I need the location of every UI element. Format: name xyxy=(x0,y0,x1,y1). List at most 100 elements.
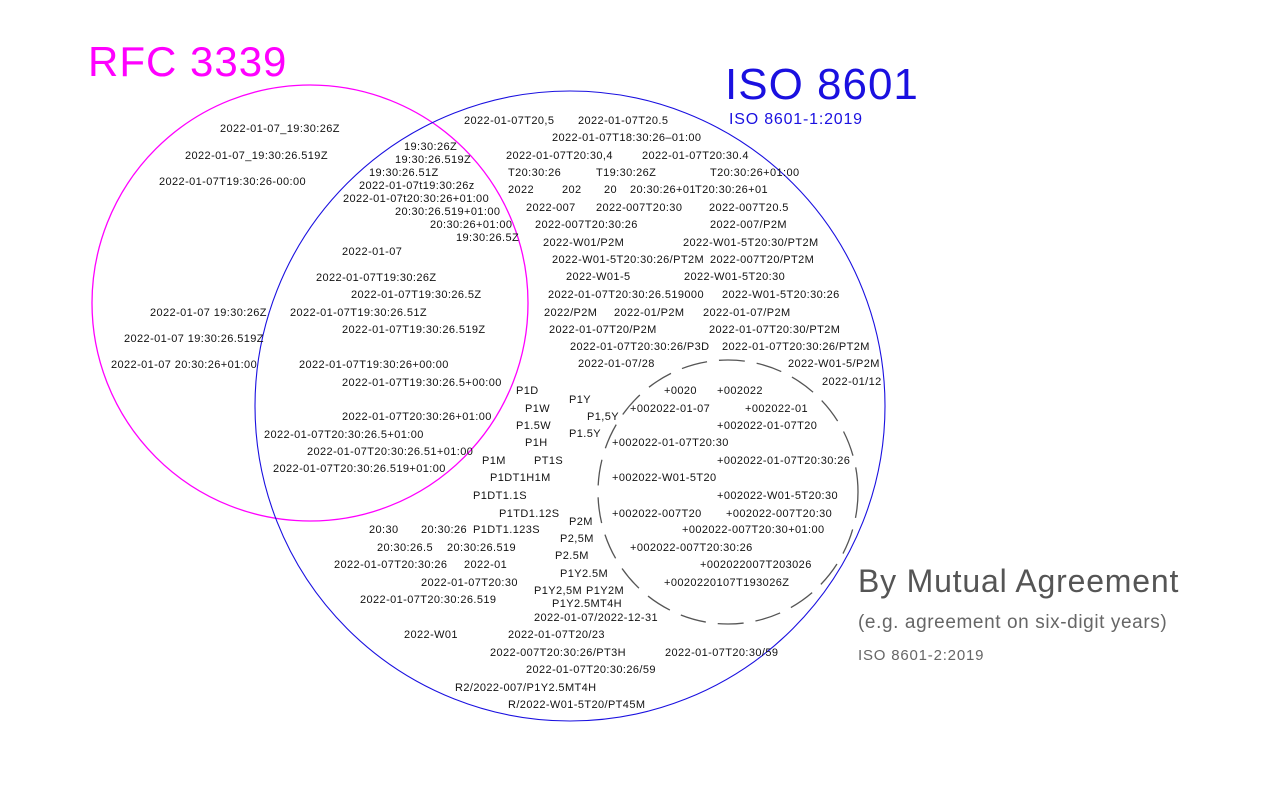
format-label: 2022-007T20.5 xyxy=(709,202,789,214)
format-label: P1.5Y xyxy=(569,428,601,440)
format-label: +002022-W01-5T20 xyxy=(612,472,717,484)
format-label: P1H xyxy=(525,437,548,449)
format-label: +002022-W01-5T20:30 xyxy=(717,490,839,502)
format-label: 2022-W01/P2M xyxy=(543,237,625,249)
format-label: +002022-01 xyxy=(745,403,809,415)
format-label: +002022 xyxy=(717,385,763,397)
format-label: 2022-01-07T20:30:26/P3D xyxy=(570,341,710,353)
format-label: 2022-01-07T20:30/59 xyxy=(665,647,779,659)
format-label: P2,5M xyxy=(560,533,594,545)
format-label: +002022-007T20:30+01:00 xyxy=(682,524,825,536)
format-label: 2022-W01-5T20:30/PT2M xyxy=(683,237,819,249)
format-label: P1Y2.5MT4H xyxy=(552,598,623,610)
format-label: P1TD1.12S xyxy=(499,508,560,520)
format-label: P2.5M xyxy=(555,550,589,562)
format-label: 2022-W01-5T20:30:26 xyxy=(722,289,840,301)
format-label: 2022/P2M xyxy=(544,307,598,319)
format-label: 2022-01-07T19:30:26Z xyxy=(316,272,437,284)
format-label: 2022-01-07T20:30,4 xyxy=(506,150,613,162)
format-label: +002022-01-07T20 xyxy=(717,420,818,432)
format-label: 2022-007/P2M xyxy=(710,219,787,231)
format-label: 2022-W01-5T20:30:26/PT2M xyxy=(552,254,705,266)
rfc3339-circle xyxy=(91,84,529,522)
format-label: T19:30:26Z xyxy=(596,167,657,179)
format-label: 2022-01-07T20:30.4 xyxy=(642,150,749,162)
format-label: 20:30 xyxy=(369,524,399,536)
format-label: 2022-01-07_19:30:26Z xyxy=(220,123,340,135)
format-label: +002022-007T20 xyxy=(612,508,702,520)
format-label: 2022-01-07t20:30:26+01:00 xyxy=(343,193,490,205)
format-label: 20:30:26+01:00 xyxy=(430,219,513,231)
format-label: +002022-007T20:30:26 xyxy=(630,542,753,554)
format-label: T20:30:26+01:00 xyxy=(710,167,800,179)
format-label: P1DT1.123S xyxy=(473,524,540,536)
format-label: P1DT1H1M xyxy=(490,472,551,484)
iso8601-subtitle: ISO 8601-1:2019 xyxy=(729,111,863,128)
format-label: P1M xyxy=(482,455,506,467)
format-label: 2022-01-07T18:30:26–01:00 xyxy=(552,132,702,144)
format-label: 202 xyxy=(562,184,582,196)
format-label: T20:30:26 xyxy=(508,167,562,179)
format-label: 2022-01-07T20:30/PT2M xyxy=(709,324,841,336)
mutual-agreement-subtitle: (e.g. agreement on six-digit years) xyxy=(858,612,1168,633)
format-label: 20:30:26 xyxy=(421,524,468,536)
format-label: 19:30:26.519Z xyxy=(395,154,472,166)
rfc3339-title: RFC 3339 xyxy=(88,38,288,85)
format-label: +002022-01-07T20:30:26 xyxy=(717,455,851,467)
format-label: 2022-01-07/2022-12-31 xyxy=(534,612,658,624)
iso8601-circle xyxy=(254,90,886,722)
format-label: 2022-007T20:30:26 xyxy=(535,219,638,231)
format-label: 2022-01-07/28 xyxy=(578,358,655,370)
format-label: 20:30:26.5 xyxy=(377,542,433,554)
format-label: 2022-01-07_19:30:26.519Z xyxy=(185,150,328,162)
format-label: 2022-01-07T20:30 xyxy=(421,577,518,589)
format-label: 2022-01-07T20:30:26.519 xyxy=(360,594,497,606)
format-label: P1,5Y xyxy=(587,411,619,423)
format-label: R/2022-W01-5T20/PT45M xyxy=(508,699,646,711)
format-label: PT1S xyxy=(534,455,564,467)
format-label: 2022-01-07T19:30:26.519Z xyxy=(342,324,486,336)
format-label: 2022-01-07 19:30:26.519Z xyxy=(124,333,264,345)
format-label: 2022-01-07T20:30:26.519+01:00 xyxy=(273,463,446,475)
format-label: 2022-01-07T20:30:26/59 xyxy=(526,664,656,676)
format-label: P1W xyxy=(525,403,551,415)
format-label: 2022-W01-5 xyxy=(566,271,631,283)
format-label: 2022-01-07T20:30:26/PT2M xyxy=(722,341,870,353)
format-label: 2022-W01-5/P2M xyxy=(788,358,880,370)
format-label: 20 xyxy=(604,184,618,196)
mutual-agreement-circle xyxy=(597,359,859,625)
format-label: +0020220107T193026Z xyxy=(664,577,790,589)
format-label: 2022-01 xyxy=(464,559,508,571)
format-label: +002022-007T20:30 xyxy=(726,508,833,520)
format-label: 2022-01-07T20/P2M xyxy=(549,324,657,336)
format-label: 2022-01-07T19:30:26-00:00 xyxy=(159,176,306,188)
format-label: +002022-01-07 xyxy=(630,403,711,415)
format-label: +002022007T203026 xyxy=(700,559,812,571)
format-label: 2022-01-07 20:30:26+01:00 xyxy=(111,359,258,371)
format-label: T20:30:26+01 xyxy=(695,184,768,196)
format-label: 2022-01-07T20:30:26.519000 xyxy=(548,289,704,301)
format-label: R2/2022-007/P1Y2.5MT4H xyxy=(455,682,597,694)
format-label: 2022-01/P2M xyxy=(614,307,685,319)
format-label: 2022 xyxy=(508,184,535,196)
format-label: P1Y xyxy=(569,394,591,406)
format-label: P1.5W xyxy=(516,420,552,432)
format-label: +0020 xyxy=(664,385,697,397)
format-label: P2M xyxy=(569,516,593,528)
format-label: 2022-01-07T20:30:26.51+01:00 xyxy=(307,446,474,458)
format-label: 2022-W01 xyxy=(404,629,458,641)
format-label: 2022-01-07T20.5 xyxy=(578,115,669,127)
format-label: 2022-007T20/PT2M xyxy=(710,254,815,266)
format-label: 19:30:26Z xyxy=(404,141,458,153)
iso8601-title: ISO 8601 xyxy=(725,60,919,109)
format-label: 2022-007 xyxy=(526,202,576,214)
format-label: 2022-01-07T20:30:26+01:00 xyxy=(342,411,492,423)
format-label: 2022-01-07T20,5 xyxy=(464,115,555,127)
mutual-agreement-standard: ISO 8601-2:2019 xyxy=(858,647,985,664)
format-label: P1Y2M xyxy=(586,585,625,597)
format-label: 2022-01-07T20:30:26.5+01:00 xyxy=(264,429,424,441)
format-label: 2022-01-07T19:30:26.5Z xyxy=(351,289,482,301)
format-label: 20:30:26+01 xyxy=(630,184,696,196)
